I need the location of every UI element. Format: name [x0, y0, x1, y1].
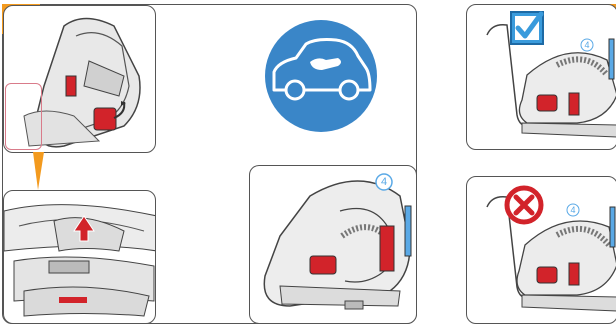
lever-detail-illustration	[4, 191, 156, 324]
position-4-marker-correct: 4	[581, 39, 593, 51]
position-4-marker: 4	[376, 174, 392, 190]
step-15-page: 15 4 4	[466, 0, 616, 326]
position-4-marker-incorrect: 4	[567, 204, 579, 216]
lever-detail-inset	[3, 190, 156, 324]
step-14-page: 14	[0, 0, 470, 326]
incorrect-installation-illustration	[467, 177, 616, 324]
detail-highlight-box	[5, 83, 42, 150]
seat-position-inset: 4	[249, 165, 417, 324]
incorrect-installation-inset: 4	[466, 176, 616, 324]
correct-installation-illustration	[467, 5, 616, 150]
correct-installation-inset: 4	[466, 4, 616, 150]
